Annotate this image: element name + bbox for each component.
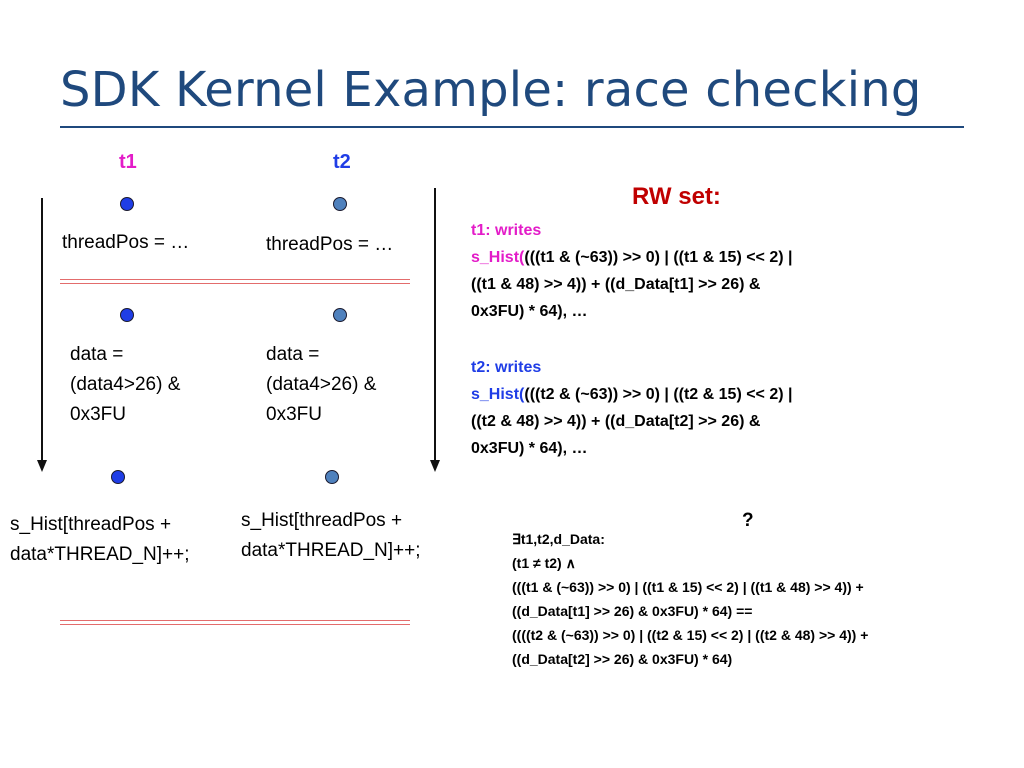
title-underline bbox=[60, 126, 964, 128]
formula-line-5: ((((t2 & (~63)) >> 0) | ((t2 & 15) << 2)… bbox=[512, 627, 869, 643]
rw-t1-prefix: s_Hist( bbox=[471, 249, 525, 266]
rw-t2-line-2: ((t2 & 48) >> 4)) + ((d_Data[t2] >> 26) … bbox=[471, 413, 761, 430]
formula-line-3: (((t1 & (~63)) >> 0) | ((t1 & 15) << 2) … bbox=[512, 579, 864, 595]
formula-line-6: ((d_Data[t2] >> 26) & 0x3FU) * 64) bbox=[512, 651, 733, 667]
t1-step-3-dot bbox=[111, 470, 125, 484]
t1-hist-line-1: s_Hist[threadPos + bbox=[10, 514, 172, 535]
rw-t2-expr-1: (((t2 & (~63)) >> 0) | ((t2 & 15) << 2) … bbox=[524, 386, 793, 403]
t2-hist-line-2: data*THREAD_N]++; bbox=[241, 540, 421, 561]
t1-data-line-1: data = bbox=[70, 344, 124, 365]
t2-data-stmt: data = (data4>26) & 0x3FU bbox=[266, 340, 376, 430]
thread-label-t2: t2 bbox=[333, 151, 351, 173]
question-mark: ? bbox=[742, 510, 754, 531]
t2-hist-line-1: s_Hist[threadPos + bbox=[241, 510, 403, 531]
rw-t2-line-1: s_Hist((((t2 & (~63)) >> 0) | ((t2 & 15)… bbox=[471, 381, 793, 408]
barrier-line-2 bbox=[60, 620, 410, 625]
timeline-t1-arrowhead bbox=[37, 460, 47, 472]
formula-line-1: ∃t1,t2,d_Data: bbox=[512, 531, 605, 547]
formula-line-2: (t1 ≠ t2) ∧ bbox=[512, 555, 576, 571]
t2-data-line-3: 0x3FU bbox=[266, 404, 322, 425]
t2-step-2-dot bbox=[333, 308, 347, 322]
race-formula: ∃t1,t2,d_Data: (t1 ≠ t2) ∧ (((t1 & (~63)… bbox=[512, 527, 868, 671]
thread-label-t1: t1 bbox=[119, 151, 137, 173]
timeline-t2-line bbox=[434, 188, 436, 462]
rw-t1-line-3: 0x3FU) * 64), … bbox=[471, 303, 588, 320]
t1-step-2-dot bbox=[120, 308, 134, 322]
rw-set-t2: t2: writes s_Hist((((t2 & (~63)) >> 0) |… bbox=[471, 354, 793, 462]
t1-step-1-dot bbox=[120, 197, 134, 211]
timeline-t2-arrowhead bbox=[430, 460, 440, 472]
t1-data-line-3: 0x3FU bbox=[70, 404, 126, 425]
t1-threadpos-stmt: threadPos = … bbox=[62, 232, 190, 253]
t2-threadpos-stmt: threadPos = … bbox=[266, 234, 394, 255]
rw-t1-line-1: s_Hist((((t1 & (~63)) >> 0) | ((t1 & 15)… bbox=[471, 244, 793, 271]
rw-t1-line-2: ((t1 & 48) >> 4)) + ((d_Data[t1] >> 26) … bbox=[471, 276, 761, 293]
rw-t1-expr-1: (((t1 & (~63)) >> 0) | ((t1 & 15) << 2) … bbox=[524, 249, 793, 266]
rw-set-title: RW set: bbox=[632, 183, 721, 210]
t1-hist-line-2: data*THREAD_N]++; bbox=[10, 544, 190, 565]
t1-hist-stmt: s_Hist[threadPos + data*THREAD_N]++; bbox=[10, 510, 190, 570]
rw-t2-header: t2: writes bbox=[471, 359, 542, 376]
slide-title: SDK Kernel Example: race checking bbox=[60, 62, 922, 118]
formula-line-4: ((d_Data[t1] >> 26) & 0x3FU) * 64) == bbox=[512, 603, 753, 619]
rw-t1-header: t1: writes bbox=[471, 222, 542, 239]
timeline-t1-line bbox=[41, 198, 43, 462]
rw-t2-line-3: 0x3FU) * 64), … bbox=[471, 440, 588, 457]
t2-step-3-dot bbox=[325, 470, 339, 484]
t1-data-stmt: data = (data4>26) & 0x3FU bbox=[70, 340, 180, 430]
t2-hist-stmt: s_Hist[threadPos + data*THREAD_N]++; bbox=[241, 506, 421, 566]
rw-set-t1: t1: writes s_Hist((((t1 & (~63)) >> 0) |… bbox=[471, 217, 793, 325]
barrier-line-1 bbox=[60, 279, 410, 284]
t2-data-line-1: data = bbox=[266, 344, 320, 365]
t2-step-1-dot bbox=[333, 197, 347, 211]
rw-t2-prefix: s_Hist( bbox=[471, 386, 525, 403]
t2-data-line-2: (data4>26) & bbox=[266, 374, 377, 395]
t1-data-line-2: (data4>26) & bbox=[70, 374, 181, 395]
